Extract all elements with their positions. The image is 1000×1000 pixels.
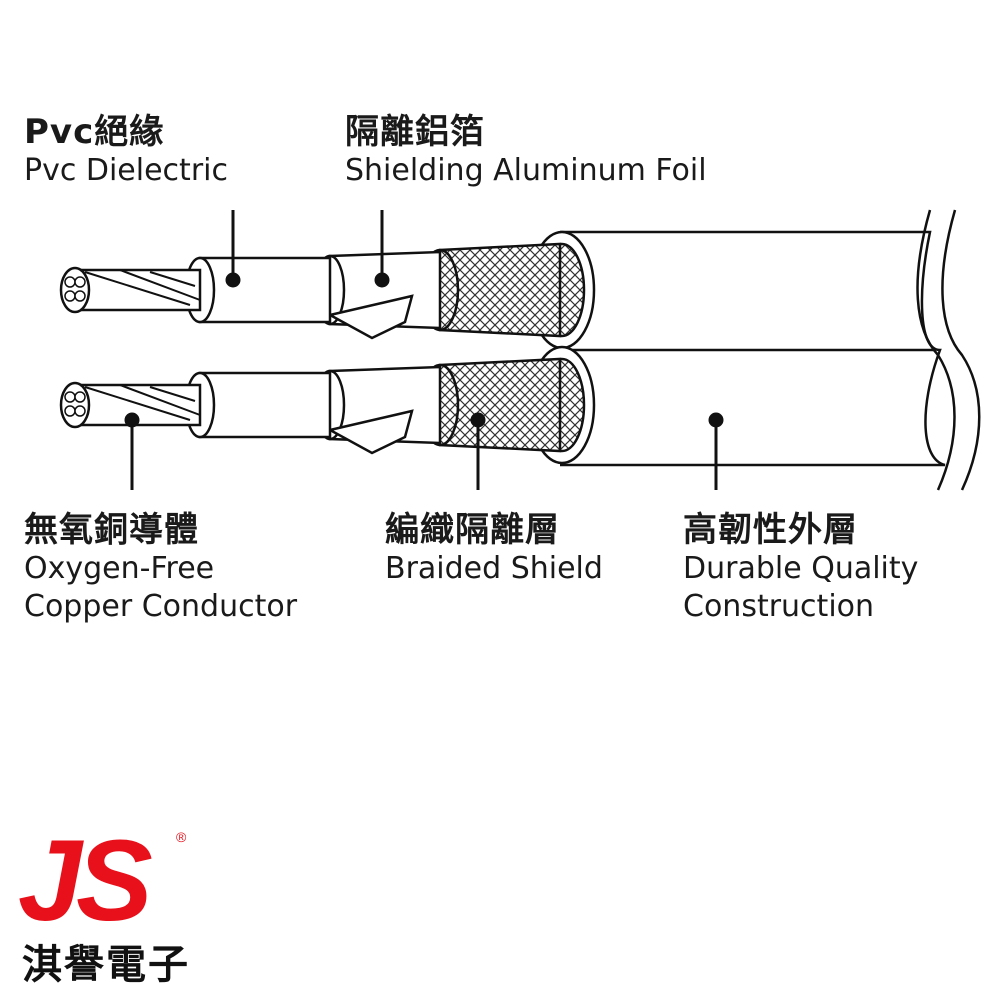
jacket-label-zh: 高韌性外層	[683, 510, 858, 550]
leader-braid	[470, 412, 486, 490]
upper-cable	[59, 230, 596, 350]
js-logo: JS ®	[18, 817, 187, 945]
braid-label-zh: 編織隔離層	[385, 510, 560, 550]
conductor-label-en1: Oxygen-Free	[24, 551, 215, 586]
leader-pvc	[225, 210, 241, 288]
conductor-label-zh: 無氧銅導體	[24, 510, 199, 550]
jacket-label-en1: Durable Quality	[683, 551, 919, 586]
leader-foil	[374, 210, 390, 288]
braid-label-en: Braided Shield	[385, 551, 603, 586]
outer-jacket	[560, 230, 946, 467]
brand-name: 淇譽電子	[22, 942, 190, 988]
registered-mark: ®	[176, 829, 187, 845]
lower-cable	[59, 345, 596, 465]
pvc-label-zh: Pvc絕緣	[24, 112, 165, 152]
jacket-wave	[916, 209, 981, 491]
logo-mark: JS	[18, 817, 152, 945]
leader-jacket	[708, 412, 724, 490]
conductor-label-en2: Copper Conductor	[24, 589, 298, 624]
foil-label-en: Shielding Aluminum Foil	[345, 153, 707, 188]
pvc-label-en: Pvc Dielectric	[24, 153, 228, 188]
foil-label-zh: 隔離鋁箔	[345, 112, 485, 152]
leader-conductor	[124, 412, 140, 490]
jacket-label-en2: Construction	[683, 589, 875, 624]
